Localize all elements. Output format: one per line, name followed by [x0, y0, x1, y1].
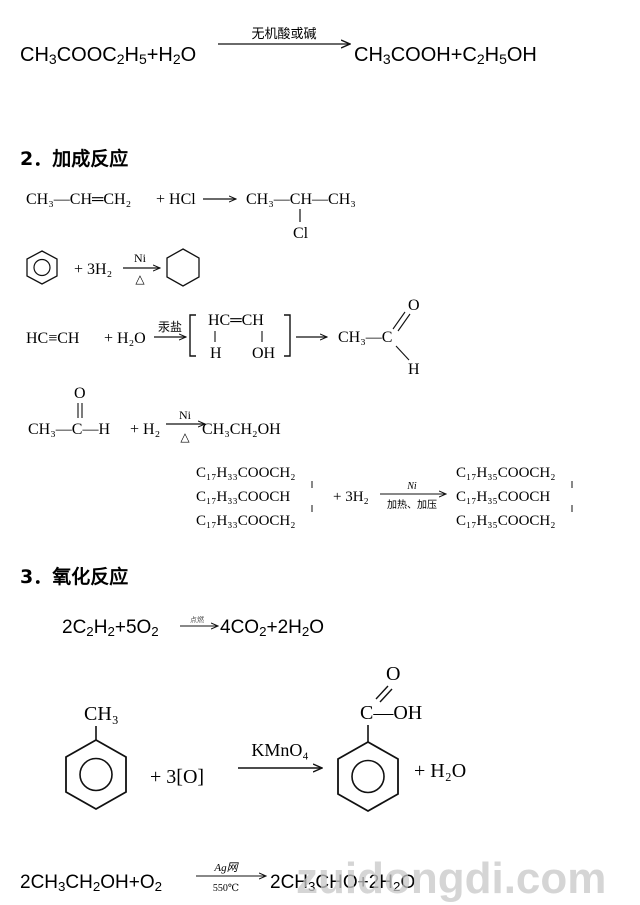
section-heading-oxidation: 3．氧化反应	[20, 565, 128, 588]
carboxyl-group: C—OH	[360, 702, 422, 724]
propene-reactant: CH₃—CH═CH₂	[26, 191, 131, 208]
acetylene-combustion-equation: 2C2H2+5O2 点燃 4CO2+2H2O	[62, 615, 324, 639]
benzene-hydrogenation-equation: + 3H₂ Ni △	[26, 248, 200, 287]
ethanol-oxidation-equation: 2CH3CH2OH+O2 Ag网 550℃ 2CH3CHO+2H2O	[20, 862, 415, 894]
silver-catalyst: Ag网	[213, 862, 239, 874]
vinyl-alcohol-top: HC═CH	[208, 312, 264, 329]
carbonyl-oxygen: O	[74, 385, 86, 402]
water-reagent: + H₂O	[104, 330, 146, 347]
heat-pressure-condition: 加热、加压	[387, 498, 437, 511]
vinyl-alcohol-oh: OH	[252, 345, 276, 362]
olein-row: C₁₇H₃₃COOCH₂	[196, 465, 296, 481]
ester-hydrolysis-equation: CH3COOC2H5+H2O 无机酸或碱 CH3COOH+C2H5OH	[20, 26, 537, 67]
benzene-ring-icon	[26, 250, 58, 285]
bond-line	[395, 345, 410, 361]
h2-reagent: + 3H₂	[74, 261, 112, 278]
aldehyde-hydrogen: H	[408, 361, 420, 378]
ni-catalyst: Ni	[406, 481, 417, 492]
double-bond-line	[375, 685, 389, 700]
chloropropane-product: CH₃—CH—CH₃	[246, 191, 356, 208]
bracket-right	[284, 314, 291, 357]
propene-hcl-equation: CH₃—CH═CH₂ + HCl CH₃—CH—CH₃ Cl	[26, 191, 356, 242]
ni-catalyst: Ni	[179, 408, 192, 422]
bracket-left	[189, 314, 196, 357]
kmno4-oxidant: KMnO₄	[251, 740, 308, 760]
watermark: zuidongdi.com	[296, 854, 606, 903]
olein-row: C₁₇H₃₃COOCH	[196, 489, 290, 505]
combustion-reactant: 2C2H2+5O2	[62, 617, 159, 639]
cyclohexane-ring-icon	[166, 248, 200, 287]
stearin-row: C₁₇H₃₅COOCH₂	[456, 513, 556, 529]
double-bond-line	[379, 688, 393, 703]
acetylene-hydration-equation: HC≡CH + H₂O 汞盐 HC═CH H OH CH₃—C O H	[26, 297, 420, 378]
h2-reagent: + 3H₂	[333, 489, 369, 505]
oil-hydrogenation-equation: C₁₇H₃₃COOCH₂ C₁₇H₃₃COOCH C₁₇H₃₃COOCH₂ + …	[196, 465, 573, 529]
vinyl-alcohol-h: H	[210, 345, 222, 362]
toluene-oxidation-equation: CH₃ + 3[O] KMnO₄ O C—OH + H₂O	[65, 663, 466, 813]
double-bond-line	[392, 311, 406, 330]
stearin-row: C₁₇H₃₅COOCH₂	[456, 465, 556, 481]
carbonyl-oxygen: O	[386, 663, 400, 685]
stearin-row: C₁₇H₃₅COOCH	[456, 489, 550, 505]
ethanol-product: CH₃CH₂OH	[202, 421, 281, 438]
section-heading-addition: 2．加成反应	[20, 147, 128, 170]
h2-reagent: + H₂	[130, 421, 160, 438]
temperature-condition: 550℃	[213, 883, 239, 894]
acetaldehyde-reactant: CH₃—C—H	[28, 421, 110, 438]
ester-condition: 无机酸或碱	[251, 26, 316, 41]
hcl-reagent: + HCl	[156, 191, 196, 208]
water-byproduct: + H₂O	[414, 760, 466, 782]
acetylene-reactant: HC≡CH	[26, 330, 80, 347]
heat-symbol: △	[135, 272, 145, 286]
ignition-condition: 点燃	[190, 615, 204, 624]
acetaldehyde-product: CH₃—C	[338, 329, 392, 346]
methyl-group: CH₃	[84, 703, 119, 725]
ethanol-reactant: 2CH3CH2OH+O2	[20, 872, 162, 894]
carbonyl-oxygen: O	[408, 297, 420, 314]
double-bond-line	[397, 313, 411, 332]
acetaldehyde-product: 2CH3CHO+2H2O	[270, 872, 415, 894]
combustion-product: 4CO2+2H2O	[220, 617, 324, 639]
heat-symbol: △	[180, 430, 190, 444]
mercury-salt-catalyst: 汞盐	[158, 320, 182, 334]
ni-catalyst: Ni	[134, 251, 147, 265]
acetaldehyde-hydrogenation-equation: O CH₃—C—H + H₂ Ni △ CH₃CH₂OH	[28, 385, 281, 444]
oxygen-reagent: + 3[O]	[150, 766, 204, 788]
olein-row: C₁₇H₃₃COOCH₂	[196, 513, 296, 529]
ester-reactant: CH3COOC2H5+H2O	[20, 44, 196, 67]
toluene-ring-icon	[65, 738, 127, 811]
ester-product: CH3COOH+C2H5OH	[354, 44, 537, 67]
benzoic-acid-ring-icon	[337, 740, 399, 813]
chlorine-substituent: Cl	[293, 225, 309, 242]
